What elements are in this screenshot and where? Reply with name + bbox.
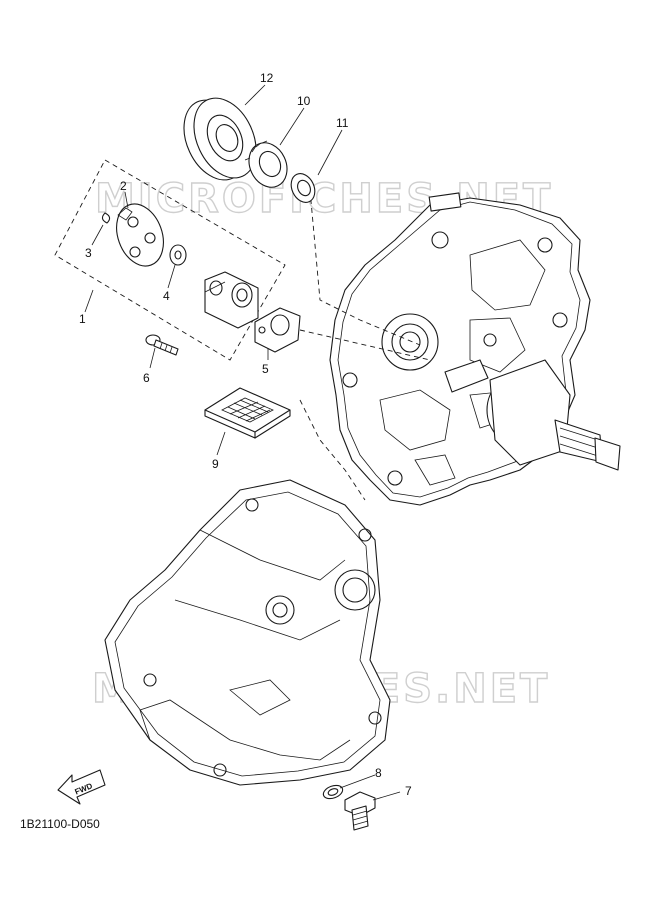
pump-body [204, 271, 259, 329]
oil-seal [290, 173, 316, 203]
drawing-code: 1B21100-D050 [20, 817, 100, 831]
callout-12: 12 [260, 71, 274, 85]
guide-line-5 [299, 329, 431, 361]
callout-1: 1 [79, 312, 86, 326]
callout-5: 5 [262, 362, 269, 376]
pump-rotor-plate [101, 203, 164, 267]
right-crankcase [329, 192, 591, 506]
oil-pump-rotor [183, 97, 257, 181]
fwd-arrow: FWD [57, 769, 106, 805]
left-crankcase [104, 479, 391, 786]
drain-plug [344, 791, 376, 831]
callout-10: 10 [297, 94, 311, 108]
callout-2: 2 [120, 179, 127, 193]
leader-lines [84, 84, 401, 801]
pump-gasket [254, 307, 301, 353]
oil-strainer [204, 387, 291, 439]
drive-gear [244, 140, 288, 188]
callout-7: 7 [405, 784, 412, 798]
callout-9: 9 [212, 457, 219, 471]
callout-3: 3 [85, 246, 92, 260]
crankshaft [444, 359, 621, 471]
callout-8: 8 [375, 766, 382, 780]
circlip [101, 212, 111, 224]
drain-washer [322, 784, 344, 800]
callout-4: 4 [163, 289, 170, 303]
guide-line-11 [309, 189, 421, 346]
callout-6: 6 [143, 371, 150, 385]
bolt [145, 334, 179, 356]
callout-11: 11 [336, 116, 349, 130]
guide-line-9 [299, 399, 366, 501]
assembly-box [54, 159, 286, 361]
washer [169, 244, 187, 266]
